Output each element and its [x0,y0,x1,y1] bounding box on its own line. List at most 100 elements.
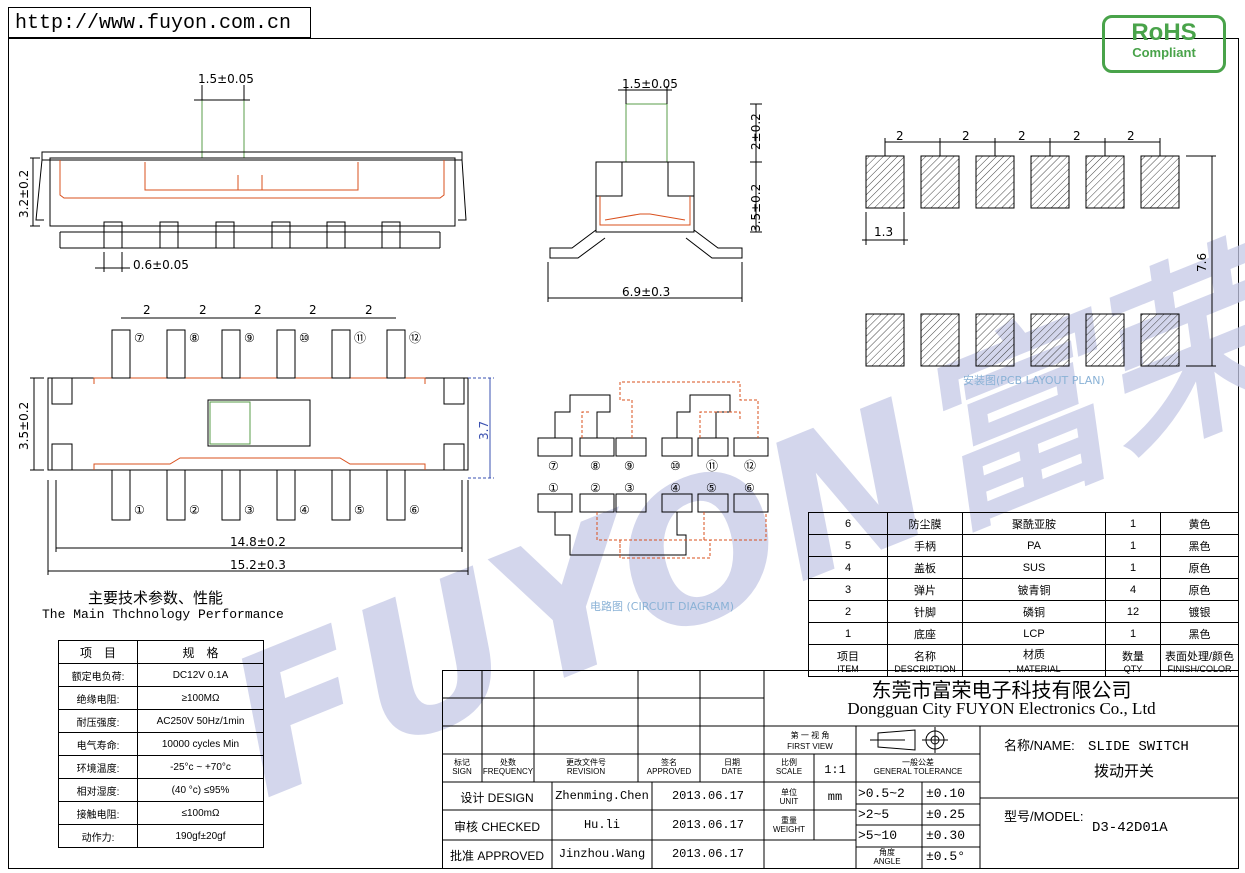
table-cell: 底座 [887,622,963,645]
pin-label-8: ⑧ [189,331,200,345]
dim-pcb-pitch-4: 2 [1073,129,1081,143]
dim-pcb-pad-w: 1.3 [874,225,893,239]
dim-length-1: 14.8±0.2 [230,535,286,549]
tol-range-2: >2~5 [858,807,890,822]
table-cell: 手柄 [887,534,963,557]
pin-label-6: ⑥ [409,503,420,517]
rev-header-en: SCALE [775,767,803,776]
performance-table: 项 目 规 格 额定电负荷:DC12V 0.1A 绝缘电阻:≥100MΩ 耐压强… [58,640,264,848]
company-name-cn: 东莞市富荣电子科技有限公司 [871,680,1132,702]
header-en: ITEM [837,663,859,674]
dim-body-height-2: 3.7 [477,421,491,440]
circuit-diagram [537,381,769,559]
table-row: 绝缘电阻:≥100MΩ [58,686,264,710]
signoff-design-label: 设计 DESIGN [460,791,534,805]
table-cell: 动作力: [58,824,138,848]
table-cell: LCP [962,622,1106,645]
circuit-pin-11: ⑪ [706,459,718,473]
dim-pcb-pitch-3: 2 [1018,129,1026,143]
header-cn: 表面处理/颜色 [1164,650,1235,663]
title-block-grid [442,670,1239,869]
rev-header-cn: 比例 [781,758,797,767]
pcb-caption: 安装图(PCB LAYOUT PLAN) [963,373,1105,387]
unit-value: mm [827,790,843,804]
table-row: 接触电阻:≤100mΩ [58,801,264,825]
rev-header-cn: 签名 [661,758,677,767]
dim-top-view-width: 1.5±0.05 [198,72,254,86]
rev-header-cn: 标记 [454,758,470,767]
rev-header-en: FREQUENCY [482,767,534,776]
tolerance-title-cn: 一般公差 [902,758,934,767]
table-cell: 镀银 [1160,600,1239,623]
circuit-pin-4: ④ [670,481,681,495]
dim-top-pitch-1: 2 [143,303,151,317]
header-cn: 材质 [1023,649,1045,661]
product-name-cn: 拨动开关 [1094,763,1155,780]
rohs-title: RoHS [1131,19,1197,46]
top-view [30,317,494,575]
pin-label-2: ② [189,503,200,517]
product-name-label: 名称/NAME: [1004,738,1075,753]
top-view-pins-bottom [111,469,406,521]
scale-value: 1:1 [824,763,846,777]
signoff-checked-name: Hu.li [583,818,620,832]
rev-header-cn: 处数 [500,758,516,767]
table-cell: 绝缘电阻: [58,686,138,710]
table-cell: 1 [1105,534,1161,557]
circuit-pin-8: ⑧ [590,459,601,473]
signoff-checked-date: 2013.06.17 [671,818,744,832]
dim-pin-width: 0.6±0.05 [133,258,189,272]
table-cell: 相对湿度: [58,778,138,802]
table-cell: 接触电阻: [58,801,138,825]
first-view-cn: 第 一 视 角 [790,731,830,740]
signoff-design-date: 2013.06.17 [671,789,744,803]
header-en: DESCRIPTION [894,663,956,674]
rohs-subtitle: Compliant [1132,45,1196,60]
signoff-approved-date: 2013.06.17 [671,847,744,861]
pin-label-11: ⑪ [354,331,366,345]
first-view-en: FIRST VIEW [787,742,833,751]
table-cell: 12 [1105,600,1161,623]
pin-label-10: ⑩ [299,331,310,345]
table-cell: 铍青铜 [962,578,1106,601]
header-cn: 项目 [837,650,859,663]
table-header: 规 格 [137,640,264,664]
table-row: 相对湿度:(40 °c) ≤95% [58,778,264,802]
dim-top-pitch-4: 2 [309,303,317,317]
rev-header-en: REVISION [566,767,606,776]
dim-pcb-height: 7.6 [1195,253,1209,272]
dim-body-height: 3.5±0.2 [17,402,31,450]
table-cell: 弹片 [887,578,963,601]
table-cell: 针脚 [887,600,963,623]
table-cell: 磷铜 [962,600,1106,623]
table-cell: 4 [1105,578,1161,601]
table-row: 环境温度:-25°c ~ +70°c [58,755,264,779]
table-cell: 黑色 [1160,534,1239,557]
dim-length-2: 15.2±0.3 [230,558,286,572]
unit-label-en: UNIT [779,797,799,806]
header-cn: 名称 [914,650,936,663]
table-cell: 盖板 [887,556,963,579]
top-view-pins-top [111,329,406,379]
table-row: 额定电负荷:DC12V 0.1A [58,663,264,687]
first-view-symbol [870,727,948,753]
product-model-label: 型号/MODEL: [1004,809,1084,824]
table-cell: 防尘膜 [887,512,963,535]
signoff-approved-name: Jinzhou.Wang [558,847,646,861]
dim-side-height: 3.2±0.2 [17,170,31,218]
company-name-en: Dongguan City FUYON Electronics Co., Ltd [847,699,1156,718]
table-cell: 2 [808,600,888,623]
header-en: FINISH/COLOR [1167,663,1232,674]
table-cell: 原色 [1160,578,1239,601]
circuit-pin-10: ⑩ [670,459,681,473]
tol-range-1: >0.5~2 [858,786,905,801]
header-en: 、MATERIAL [1007,664,1061,674]
pin-label-7: ⑦ [134,331,145,345]
circuit-pin-5: ⑤ [706,481,717,495]
dim-end-width: 1.5±0.05 [622,77,678,91]
